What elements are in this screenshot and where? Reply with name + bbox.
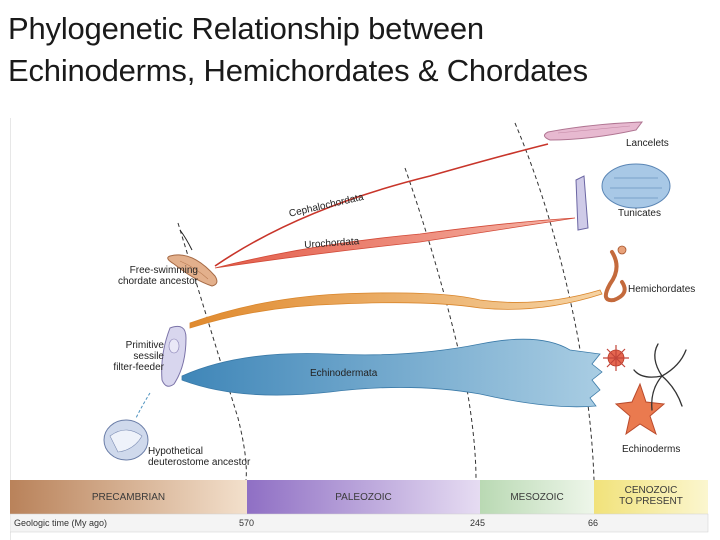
phylogeny-canvas bbox=[10, 118, 709, 540]
precambrian-label: PRECAMBRIAN bbox=[91, 492, 166, 503]
lancelets-label: Lancelets bbox=[626, 138, 669, 149]
free-swimming-ancestor-illustration bbox=[167, 254, 218, 287]
mesozoic-label: MESOZOIC bbox=[510, 492, 564, 503]
echinoderm-illustration bbox=[603, 343, 687, 436]
era-bar-paleozoic bbox=[247, 480, 480, 514]
era-bar-cenozoic bbox=[594, 480, 708, 514]
hemichordates-label: Hemichordates bbox=[628, 284, 696, 295]
hemichordate-branch bbox=[189, 289, 603, 329]
free-swimming-line-2: chordate ancestor bbox=[117, 276, 198, 287]
hypothetical-line-1: Hypothetical bbox=[148, 446, 204, 457]
cenozoic-line-1: CENOZOIC bbox=[624, 485, 678, 496]
phylogeny-figure: Cephalochordata Urochordata Echinodermat… bbox=[10, 118, 714, 540]
slide-title: Phylogenetic Relationship between Echino… bbox=[8, 8, 713, 92]
sessile-connector bbox=[135, 392, 151, 419]
echinodermata-label: Echinodermata bbox=[310, 368, 378, 379]
tick-570: 570 bbox=[239, 518, 255, 528]
paleozoic-label: PALEOZOIC bbox=[335, 492, 392, 503]
era-bar-precambrian bbox=[10, 480, 247, 514]
title-line-2: Echinoderms, Hemichordates & Chordates bbox=[8, 53, 588, 88]
tick-66: 66 bbox=[588, 518, 599, 528]
title-line-1: Phylogenetic Relationship between bbox=[8, 11, 484, 46]
hypothetical-ancestor-illustration bbox=[103, 419, 149, 461]
boundary-66-line bbox=[514, 122, 595, 481]
hemichordate-illustration bbox=[603, 245, 627, 303]
hypothetical-line-2: deuterostome ancestor bbox=[148, 457, 251, 468]
sessile-line-2: sessile bbox=[133, 351, 164, 362]
cephalochordata-branch bbox=[214, 143, 549, 267]
era-bar-mesozoic bbox=[480, 480, 594, 514]
sessile-filter-feeder-label: Primitive sessile filter-feeder bbox=[74, 340, 164, 373]
free-swimming-line-1: Free-swimming bbox=[129, 265, 198, 276]
geologic-time-axis-label: Geologic time (My ago) bbox=[14, 518, 108, 528]
tunicates-label: Tunicates bbox=[618, 208, 661, 219]
hypothetical-ancestor-label: Hypothetical deuterostome ancestor bbox=[148, 446, 250, 468]
cenozoic-line-2: TO PRESENT bbox=[619, 496, 683, 507]
sessile-line-3: filter-feeder bbox=[113, 362, 164, 373]
boundary-245-line bbox=[404, 167, 477, 481]
free-swimming-connector bbox=[179, 229, 193, 251]
timeline-base bbox=[10, 513, 709, 533]
lancelet-illustration bbox=[544, 121, 644, 141]
sessile-filter-feeder-illustration bbox=[161, 325, 187, 387]
tunicate-illustration bbox=[575, 163, 671, 231]
echinoderms-label: Echinoderms bbox=[622, 444, 681, 455]
urochordata-branch bbox=[214, 217, 576, 269]
tick-245: 245 bbox=[470, 518, 486, 528]
echinodermata-branch bbox=[181, 338, 603, 408]
sessile-line-1: Primitive bbox=[125, 340, 164, 351]
free-swimming-ancestor-label: Free-swimming chordate ancestor bbox=[74, 265, 198, 287]
cenozoic-label: CENOZOIC TO PRESENT bbox=[594, 485, 708, 507]
